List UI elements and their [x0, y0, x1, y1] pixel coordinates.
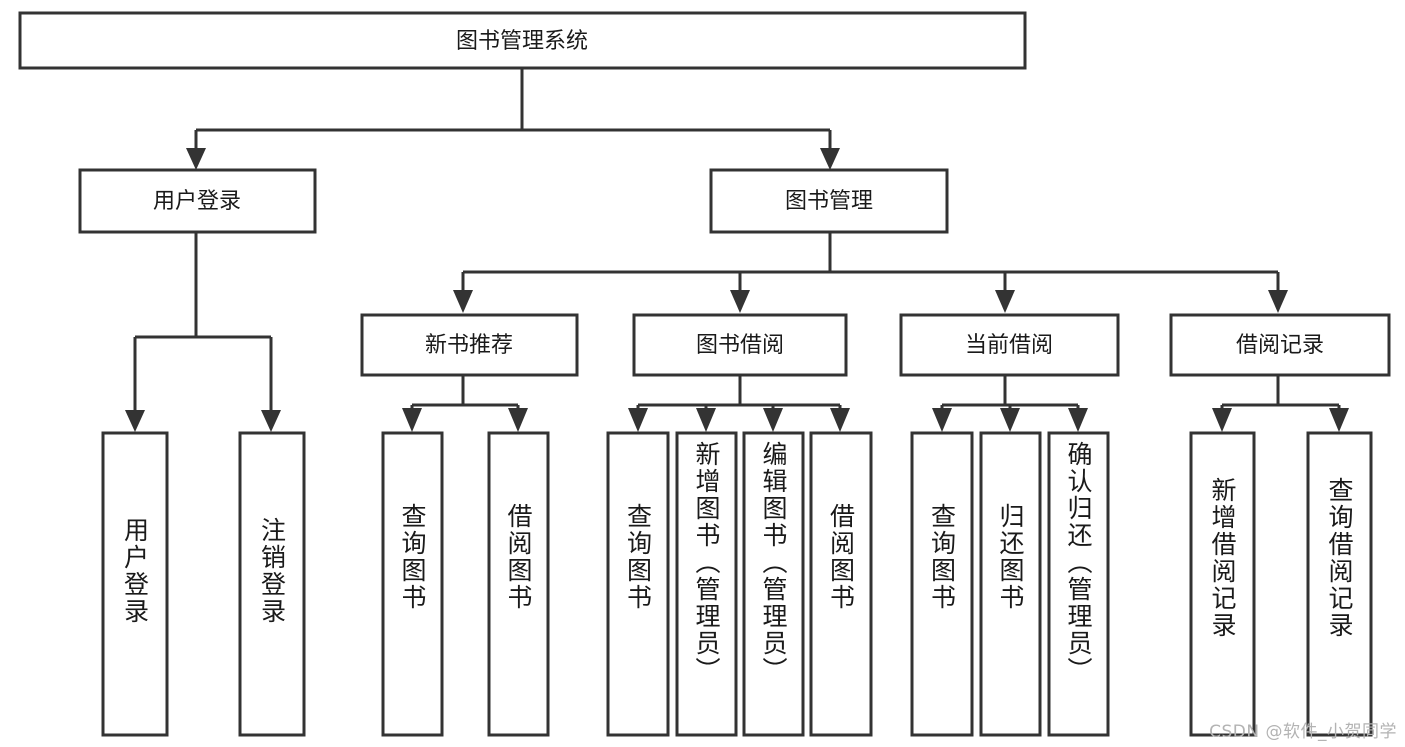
connectors-borrow-records-to-leaves [1212, 375, 1349, 432]
connectors-current-borrow-to-leaves [932, 375, 1088, 432]
node-current-borrow-label: 当前借阅 [965, 333, 1053, 358]
leaf-box-borrow-records-2[interactable] [1306, 431, 1373, 737]
connectors-book-mgmt-to-level3 [453, 232, 1288, 313]
arrowhead-leaf-book-borrow-4 [830, 408, 850, 432]
watermark: CSDN @软件_小贺同学 [1209, 722, 1397, 742]
connectors-book-borrow-to-leaves [628, 375, 850, 432]
leaf-box-current-borrow-3[interactable] [1047, 431, 1110, 737]
node-borrow-records-label: 借阅记录 [1236, 333, 1324, 358]
leaf-box-current-borrow-2[interactable] [979, 431, 1042, 737]
arrowhead-leaf-book-borrow-1 [628, 408, 648, 432]
leaf-box-user-login-1[interactable] [101, 431, 169, 737]
arrowhead-leaf-borrow-records-1 [1212, 408, 1232, 432]
node-book-management[interactable]: 图书管理 [709, 168, 949, 234]
connectors-root-to-level2 [186, 68, 840, 170]
arrowhead-borrow-records [1268, 290, 1288, 313]
node-root[interactable]: 图书管理系统 [18, 11, 1027, 70]
arrowhead-new-book [453, 290, 473, 313]
connectors-user-login-to-leaves [125, 232, 281, 432]
node-book-management-box[interactable] [709, 168, 949, 234]
arrowhead-leaf-user-login-1 [125, 410, 145, 432]
node-new-book-recommend-box[interactable] [360, 313, 579, 377]
connectors-new-book-to-leaves [402, 375, 528, 432]
leaf-box-book-borrow-1[interactable] [606, 431, 670, 737]
node-borrow-records[interactable]: 借阅记录 [1169, 313, 1391, 377]
arrowhead-current-borrow [995, 290, 1015, 313]
arrowhead-leaf-borrow-records-2 [1329, 408, 1349, 432]
arrowhead-leaf-book-borrow-3 [763, 408, 783, 432]
leaf-box-new-book-1[interactable] [381, 431, 444, 737]
arrowhead-leaf-current-borrow-1 [932, 408, 952, 432]
leaf-box-current-borrow-1[interactable] [910, 431, 974, 737]
leaf-box-book-borrow-4[interactable] [809, 431, 873, 737]
leaf-box-borrow-records-1[interactable] [1189, 431, 1256, 737]
node-new-book-recommend-label: 新书推荐 [425, 333, 513, 358]
node-current-borrow[interactable]: 当前借阅 [899, 313, 1120, 377]
arrowhead-leaf-book-borrow-2 [696, 408, 716, 432]
arrowhead-leaf-user-login-2 [261, 410, 281, 432]
node-current-borrow-box[interactable] [899, 313, 1120, 377]
node-borrow-records-box[interactable] [1169, 313, 1391, 377]
arrowhead-leaf-new-book-1 [402, 408, 422, 432]
arrowhead-book-borrow [730, 290, 750, 313]
arrowhead-leaf-new-book-2 [508, 408, 528, 432]
node-book-borrow[interactable]: 图书借阅 [632, 313, 848, 377]
node-user-login-box[interactable] [78, 168, 317, 234]
node-book-management-label: 图书管理 [785, 189, 873, 214]
node-new-book-recommend[interactable]: 新书推荐 [360, 313, 579, 377]
node-book-borrow-box[interactable] [632, 313, 848, 377]
node-root-label: 图书管理系统 [456, 29, 588, 54]
leaf-box-book-borrow-3[interactable] [742, 431, 805, 737]
node-user-login-label: 用户登录 [153, 189, 241, 214]
leaf-box-new-book-2[interactable] [487, 431, 550, 737]
arrowhead-user-login [186, 148, 206, 170]
node-book-borrow-label: 图书借阅 [696, 333, 784, 358]
arrowhead-leaf-current-borrow-2 [1000, 408, 1020, 432]
node-user-login[interactable]: 用户登录 [78, 168, 317, 234]
arrowhead-leaf-current-borrow-3 [1068, 408, 1088, 432]
leaf-box-book-borrow-2[interactable] [675, 431, 738, 737]
arrowhead-book-mgmt [820, 148, 840, 170]
leaf-box-user-login-2[interactable] [238, 431, 306, 737]
node-root-box[interactable] [18, 11, 1027, 70]
